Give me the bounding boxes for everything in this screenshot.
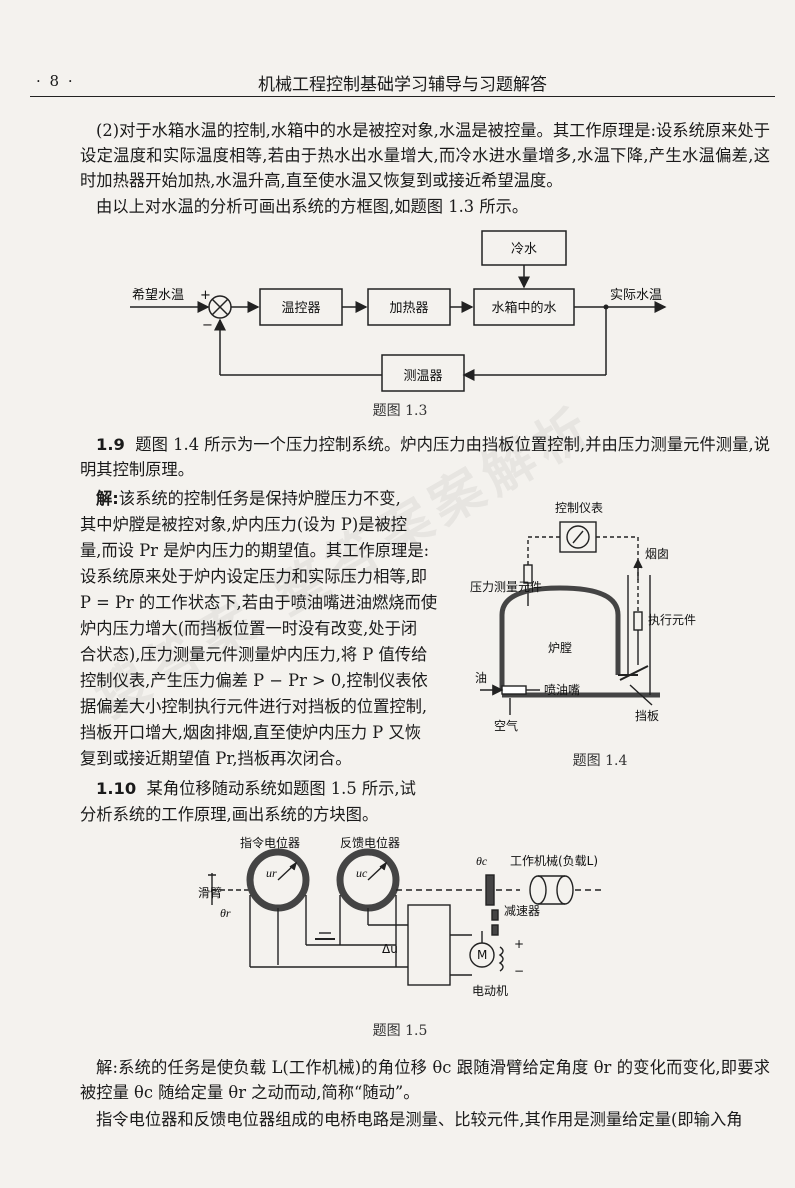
paragraph-1: (2)对于水箱水温的控制,水箱中的水是被控对象,水温是被控量。其工作原理是:设系…: [80, 121, 770, 190]
damper-label: 挡板: [635, 709, 659, 723]
reducer-label: 减速器: [504, 904, 540, 918]
figure-1-3: 希望水温 + − 温控器 加热器 水箱中的水 冷水 实际水温 测温器: [130, 230, 667, 392]
damper: [619, 665, 649, 681]
nozzle-label: 喷油嘴: [544, 683, 580, 697]
question-1-9: 1.9 题图 1.4 所示为一个压力控制系统。炉内压力由挡板位置控制,并由压力测…: [80, 432, 770, 482]
label-input: 希望水温: [132, 287, 184, 303]
reducer-gear: [485, 874, 495, 906]
load: [529, 875, 547, 905]
slider-label: 滑臂: [198, 886, 222, 900]
figure-1-4: 控制仪表 压力测量元件 烟囱 执行元件 炉膛 油 喷油嘴 空气 挡板: [470, 501, 696, 733]
oil-label: 油: [475, 671, 487, 685]
actuator: [633, 611, 643, 631]
page-header: · 8 · 机械工程控制基础学习辅导与习题解答: [30, 66, 775, 97]
minus-sign: −: [202, 318, 213, 333]
answer-label: 解:: [96, 489, 119, 508]
signal-line-right: [596, 536, 639, 612]
motor-label: 电动机: [472, 984, 508, 998]
feedback-pot-label: 反馈电位器: [340, 835, 400, 850]
header-rule: [30, 96, 775, 97]
tank-label: 水箱中的水: [491, 300, 556, 316]
plus-sign: +: [514, 937, 524, 951]
paragraph-last-1: 解:系统的任务是使负载 L(工作机械)的角位移 θc 跟随滑臂给定角度 θr 的…: [80, 1058, 770, 1102]
answer-line: 控制仪表,产生压力偏差 P − Pr > 0,控制仪表依: [80, 671, 428, 690]
paragraph-last-2: 指令电位器和反馈电位器组成的电桥电路是测量、比较元件,其作用是测量给定量(即输入…: [96, 1110, 743, 1129]
question-number: 1.9: [96, 435, 125, 454]
question-text: 某角位移随动系统如题图 1.5 所示,试: [146, 779, 416, 798]
answer-line: 复到或接近期望值 Pr,挡板再次闭合。: [80, 749, 352, 768]
oil-nozzle: [501, 685, 527, 695]
uc-label: uc: [356, 866, 368, 880]
answer-line: 合状态),压力测量元件测量炉内压力,将 P 值传给: [80, 645, 428, 664]
caption-1-4: 题图 1.4: [572, 753, 628, 769]
book-title: 机械工程控制基础学习辅导与习题解答: [258, 75, 547, 95]
command-pot-label: 指令电位器: [240, 835, 300, 850]
controller-label: 温控器: [281, 301, 320, 316]
answer-line: 挡板开口增大,烟囱排烟,直至使炉内压力 P 又恢: [80, 723, 422, 742]
slider-arm: [208, 873, 216, 905]
question-number: 1.10: [96, 779, 137, 798]
amplifier: [407, 904, 451, 986]
motor-m-label: M: [477, 948, 487, 962]
air-label: 空气: [494, 718, 518, 733]
answer-line: 据偏差大小控制执行元件进行对挡板的位置控制,: [80, 697, 428, 716]
page-number: · 8 ·: [36, 72, 75, 90]
caption-1-5: 题图 1.5: [372, 1023, 428, 1039]
heater-label: 加热器: [389, 301, 428, 316]
theta-c-label: θc: [476, 854, 488, 868]
answer-line: 该系统的控制任务是保持炉膛压力不变,: [118, 489, 401, 508]
answer-line: 其中炉膛是被控对象,炉内压力(设为 P)是被控: [80, 515, 408, 534]
cold-water-label: 冷水: [511, 242, 537, 257]
paragraph-2: 由以上对水温的分析可画出系统的方框图,如题图 1.3 所示。: [96, 197, 529, 216]
question-1-10-line2: 分析系统的工作原理,画出系统的方块图。: [80, 805, 379, 824]
load-label: 工作机械(负载L): [510, 853, 598, 868]
answer-line: 设系统原来处于炉内设定压力和实际压力相等,即: [80, 567, 428, 586]
signal-line-left: [527, 536, 560, 565]
question-1-10: 1.10 某角位移随动系统如题图 1.5 所示,试: [80, 776, 500, 801]
plus-sign: +: [200, 288, 211, 303]
furnace-wall: [499, 585, 621, 690]
sensor-label: 压力测量元件: [470, 580, 542, 594]
block-sensor: [381, 354, 465, 392]
actuator-label: 执行元件: [648, 613, 696, 627]
chimney-label: 烟囱: [645, 547, 669, 561]
furnace-label: 炉膛: [548, 641, 572, 655]
question-text: 题图 1.4 所示为一个压力控制系统。炉内压力由挡板位置控制,并由压力测量元件测…: [80, 435, 770, 479]
figure-1-5: 指令电位器 反馈电位器 滑臂 θr θc ur uc Δu 工作机械(负载L) …: [198, 835, 605, 998]
minus-sign: −: [514, 964, 524, 978]
theta-r-label: θr: [220, 906, 231, 920]
meter-label: 控制仪表: [555, 501, 603, 515]
answer-line: 炉内压力增大(而挡板位置一时没有改变,处于闭: [80, 619, 418, 638]
answer-line: 量,而设 Pr 是炉内压力的期望值。其工作原理是:: [80, 541, 430, 560]
answer-line: P = Pr 的工作状态下,若由于喷油嘴进油燃烧而使: [80, 593, 438, 612]
caption-1-3: 题图 1.3: [372, 403, 428, 419]
output-label: 实际水温: [610, 288, 662, 303]
ur-label: ur: [266, 866, 277, 880]
delta-u-label: Δu: [382, 942, 398, 956]
sensor-label: 测温器: [403, 369, 442, 384]
